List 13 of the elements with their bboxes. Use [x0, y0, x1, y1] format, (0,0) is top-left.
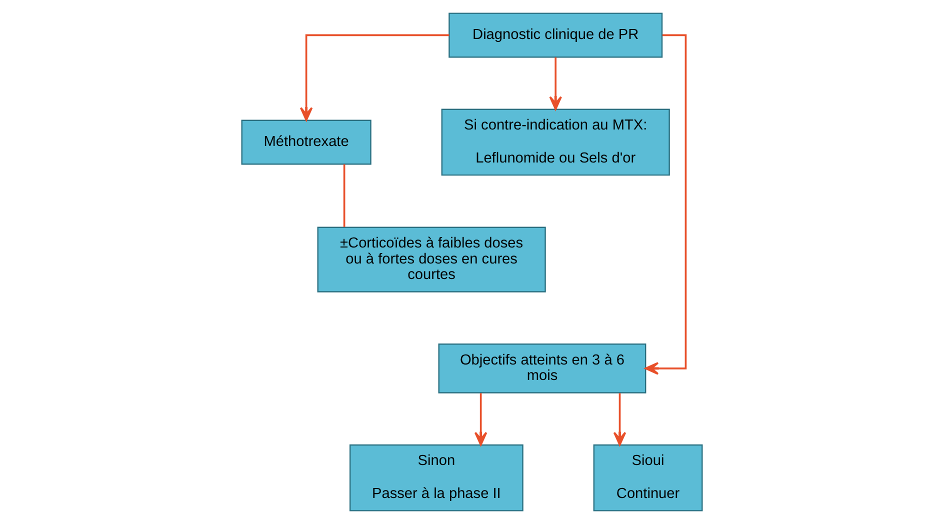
connector	[343, 164, 346, 227]
arrow	[474, 393, 488, 446]
node-box: Sinon Passer à la phase II	[349, 444, 524, 512]
node-box: Si contre-indication au MTX: Leflunomide ou Sels d'or	[441, 108, 670, 176]
arrow	[549, 57, 562, 110]
node-box: Méthotrexate	[241, 120, 372, 165]
node-box: Diagnostic clinique de PR	[448, 12, 663, 58]
node-box: ±Corticoïdes à faibles doses ou à fortes doses en cures courtes	[317, 226, 546, 292]
arrow	[613, 393, 626, 446]
node-box: Objectifs atteints en 3 à 6 mois	[438, 343, 646, 394]
arrow	[644, 34, 687, 375]
node-box: Sioui Continuer	[593, 444, 703, 512]
arrow	[300, 34, 450, 121]
